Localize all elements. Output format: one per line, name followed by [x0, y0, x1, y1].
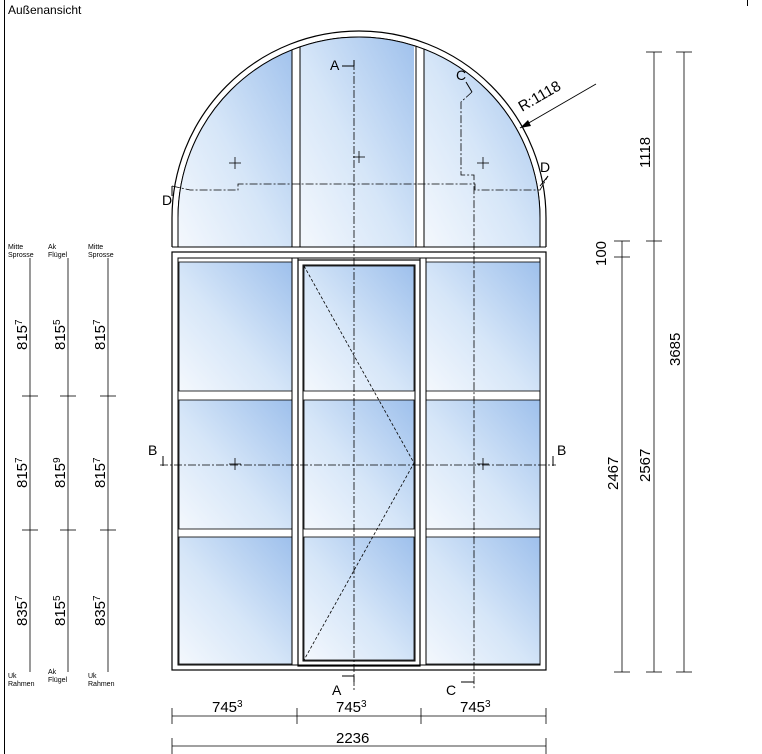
left-col3-footer-line1: Uk	[88, 673, 97, 680]
section-markers	[162, 60, 554, 683]
sash-opening-symbol	[303, 265, 415, 661]
left-col3-header-line2: Sprosse	[88, 252, 114, 259]
left-col3-header-line1: Mitte	[88, 244, 103, 251]
left-col2-footer-line2: Flügel	[48, 677, 68, 684]
section-line-c	[460, 91, 475, 689]
lower-crosshairs	[229, 458, 489, 470]
height-total-dimension: 3685	[667, 333, 684, 366]
section-label-d-right: D	[540, 159, 550, 175]
arch-muntin-1	[291, 37, 301, 247]
lower-outer-frame	[171, 251, 547, 671]
height-arch-dimension: 1118	[637, 137, 654, 168]
left-col1-footer-line2: Rahmen	[8, 681, 35, 688]
pane-right-3	[425, 536, 541, 665]
pane-left-2	[178, 399, 293, 530]
arch-section	[171, 30, 547, 248]
arch-muntin-2	[415, 37, 425, 247]
left-col2-header-line1: Ak	[48, 244, 57, 251]
left-col3-value-3: 8357	[92, 595, 109, 626]
pane-left-1	[178, 261, 293, 392]
pane-right-1	[425, 261, 541, 392]
width-col2-dimension: 7453	[336, 699, 367, 716]
width-total-dimension: 2236	[336, 730, 369, 747]
left-col1-value-2: 8157	[14, 457, 31, 488]
left-col2-value-3: 8155	[52, 595, 69, 626]
arch-outer-frame	[171, 30, 547, 247]
sheet-border-right	[747, 0, 748, 6]
section-label-b-left: B	[148, 442, 157, 458]
door-pane-3	[303, 536, 415, 661]
arch-crosshairs	[229, 151, 489, 169]
left-col2-header-line2: Flügel	[48, 252, 68, 259]
section-label-c-top: C	[456, 67, 466, 83]
left-col2-footer-line1: Ak	[48, 669, 57, 676]
left-col3-footer-line2: Rahmen	[88, 681, 115, 688]
section-label-d-left: D	[162, 192, 172, 208]
left-col3-value-2: 8157	[92, 457, 109, 488]
left-col1-header-line2: Sprosse	[8, 252, 34, 259]
width-col3-dimension: 7453	[460, 699, 491, 716]
left-col2-value-2: 8159	[52, 457, 69, 488]
height-dimension-lines	[614, 51, 692, 673]
door-pane-2	[303, 399, 415, 530]
height-gap-dimension: 100	[593, 241, 610, 266]
door-pane-1	[303, 265, 415, 392]
lower-section	[171, 251, 547, 671]
arch-pane-right	[424, 37, 540, 247]
section-line-d	[171, 175, 549, 191]
left-col1-value-1: 8157	[14, 319, 31, 350]
width-dimension-lines	[171, 708, 547, 754]
page-title: Außenansicht	[8, 3, 82, 17]
left-col2-value-1: 8155	[52, 319, 69, 350]
left-col3-value-1: 8157	[92, 319, 109, 350]
left-col1-header-line1: Mitte	[8, 244, 23, 251]
section-label-a-top: A	[330, 57, 340, 73]
pane-left-3	[178, 536, 293, 665]
left-col1-value-3: 8357	[14, 595, 31, 626]
section-label-b-right: B	[557, 442, 566, 458]
width-col1-dimension: 7453	[212, 699, 243, 716]
radius-dimension: R:1118	[516, 78, 597, 129]
door-sash-inner	[302, 264, 416, 662]
section-lines	[160, 62, 556, 690]
sheet-border-left	[4, 0, 5, 754]
left-dimension-lines	[22, 258, 116, 672]
arch-pane-left	[178, 37, 292, 247]
height-lower-dimension: 2567	[637, 449, 654, 482]
section-label-c-bottom: C	[446, 682, 456, 698]
arch-pane-center	[300, 37, 414, 247]
height-sash-dimension: 2467	[605, 457, 622, 490]
section-label-a-bottom: A	[332, 682, 342, 698]
radius-label: R:1118	[516, 78, 564, 116]
left-col1-footer-line1: Uk	[8, 673, 17, 680]
